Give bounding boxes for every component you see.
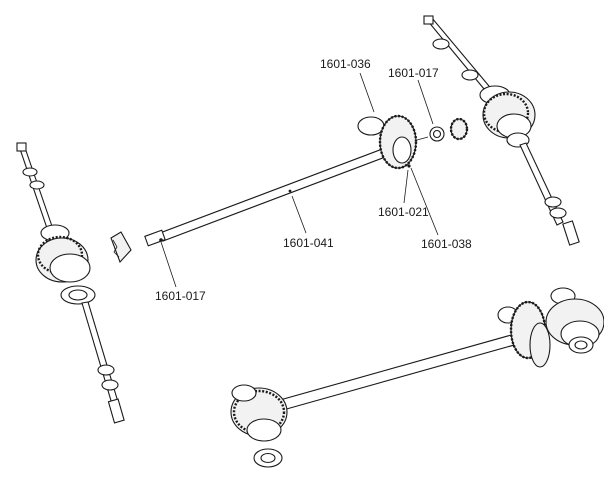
gear-screw: [407, 164, 411, 168]
right-upper-halfshaft: [426, 17, 495, 96]
right-lower-collar-2: [549, 207, 567, 219]
driveshaft-left-end: [144, 229, 166, 247]
gear-shaft-end: [416, 136, 429, 141]
leader-041: [291, 195, 307, 234]
left-upper-collar: [22, 167, 38, 177]
left-upper-collar-2: [29, 180, 45, 190]
left-upper-stub: [16, 142, 27, 152]
leader-021: [403, 169, 409, 204]
bottom-right-outdrive-bore: [574, 340, 588, 350]
right-upper-stub: [423, 15, 434, 25]
leader-017-left: [160, 241, 177, 288]
right-axle-assembly: [423, 15, 580, 246]
left-diff-body: [49, 253, 91, 283]
bottom-pinion-gear: [529, 322, 551, 368]
label-1601-038: 1601-038: [421, 237, 472, 251]
bearing-upper-bore: [432, 129, 442, 139]
left-lower-collar-2: [101, 379, 119, 391]
gear-hub: [357, 116, 385, 136]
left-diff-outdrive-inner: [68, 289, 88, 301]
right-lower-stub: [562, 220, 580, 246]
leader-017-top: [417, 79, 434, 125]
bottom-left-outdrive-bore: [260, 452, 276, 464]
upper-pinion-teeth: [449, 117, 469, 141]
center-driveshaft: [159, 147, 389, 242]
right-lower-collar: [544, 196, 562, 208]
label-1601-017-top: 1601-017: [388, 66, 439, 80]
pin-hole-left: [159, 238, 163, 242]
left-lower-collar: [97, 364, 115, 376]
assembled-driveshaft: [279, 329, 533, 411]
left-lower-stub: [107, 398, 125, 424]
left-diff-ring-gear: [36, 235, 84, 275]
leader-lines: [160, 72, 439, 288]
right-diff-ring-gear: [482, 92, 530, 134]
right-upper-collar: [432, 38, 450, 50]
label-1601-036: 1601-036: [320, 57, 371, 71]
spur-gear-teeth: [378, 114, 418, 170]
center-driveshaft-exploded: [144, 114, 469, 247]
label-1601-017-left: 1601-017: [155, 289, 206, 303]
left-bevel-pinion: [110, 231, 132, 264]
leader-038: [410, 167, 439, 236]
spur-gear-carrier: [392, 136, 412, 164]
bottom-left-diff-gear: [232, 389, 286, 435]
shaft-center-marker: [288, 189, 292, 193]
part-labels: 1601-036 1601-017 1601-021 1601-038 1601…: [155, 57, 472, 303]
left-pinion-detail: [112, 239, 120, 258]
assembled-drivetrain: [230, 287, 604, 468]
bottom-left-diff-top: [231, 384, 257, 402]
left-axle-assembly: [16, 142, 132, 424]
bottom-left-diff-cup: [246, 418, 282, 442]
label-1601-041: 1601-041: [283, 236, 334, 250]
leader-036: [359, 72, 375, 113]
right-upper-collar-2: [461, 69, 479, 81]
label-1601-021: 1601-021: [378, 205, 429, 219]
